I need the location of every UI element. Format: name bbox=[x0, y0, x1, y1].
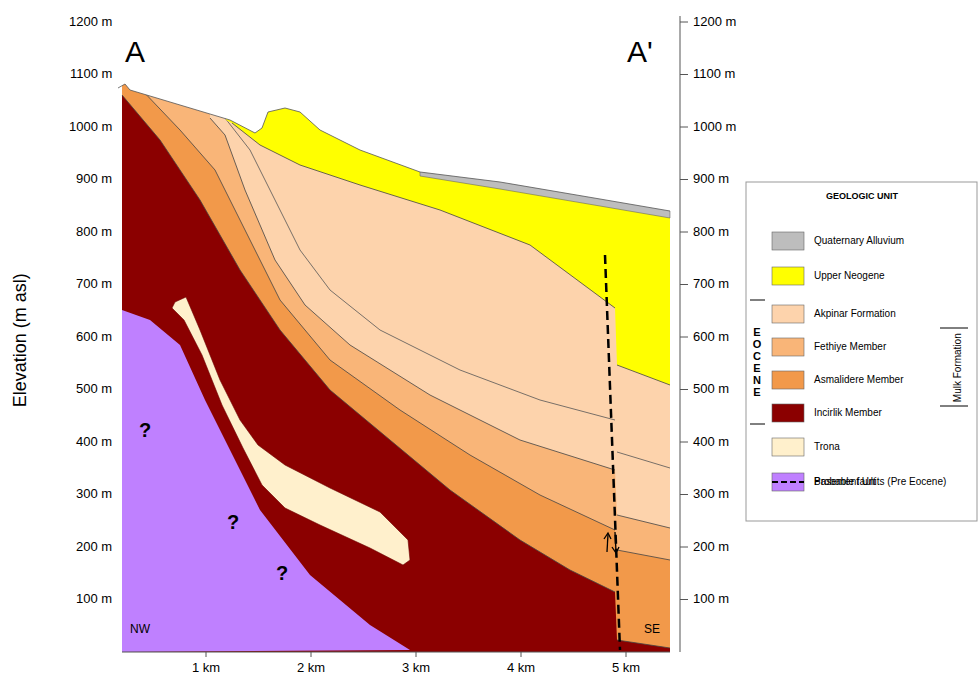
fault-motion-arrows bbox=[604, 532, 619, 553]
legend-swatch bbox=[772, 338, 804, 356]
elevation-tick-label: 900 m bbox=[76, 172, 112, 187]
legend-text: Asmalidere Member bbox=[814, 374, 903, 386]
legend-box bbox=[746, 182, 977, 521]
elevation-tick-label: 1200 m bbox=[69, 15, 112, 30]
elevation-tick-label: 400 m bbox=[76, 435, 112, 450]
distance-tick-label: 3 km bbox=[402, 661, 430, 676]
legend-text: Fethiye Member bbox=[814, 341, 886, 353]
legend-brackets bbox=[750, 300, 968, 424]
legend-text: Incirlik Member bbox=[814, 407, 882, 419]
distance-tick-label: 4 km bbox=[507, 661, 535, 676]
legend-line-sample bbox=[772, 481, 804, 483]
section-end-label: A' bbox=[627, 35, 653, 70]
distance-tick-label: 5 km bbox=[612, 661, 640, 676]
legend-text: Upper Neogene bbox=[814, 270, 885, 282]
legend-swatch bbox=[772, 232, 804, 250]
formation-label: Mulk Formation bbox=[951, 333, 963, 402]
uncertainty-mark: ? bbox=[276, 562, 288, 585]
legend-text: Akpinar Formation bbox=[814, 308, 896, 320]
elevation-tick-label: 600 m bbox=[76, 330, 112, 345]
trona-lens bbox=[172, 297, 410, 565]
elevation-tick-label: 100 m bbox=[76, 592, 112, 607]
legend-text: Quaternary Alluvium bbox=[814, 235, 904, 247]
elevation-tick-label: 100 m bbox=[693, 592, 729, 607]
legend-swatch bbox=[772, 305, 804, 323]
elevation-tick-label: 200 m bbox=[693, 540, 729, 555]
elevation-tick-label: 300 m bbox=[76, 487, 112, 502]
direction-label: NW bbox=[130, 623, 150, 637]
elevation-tick-label: 200 m bbox=[76, 540, 112, 555]
probable-fault bbox=[605, 255, 620, 650]
elevation-tick-label: 500 m bbox=[693, 382, 729, 397]
epoch-label: EOCENE bbox=[752, 326, 763, 399]
elevation-tick-label: 400 m bbox=[693, 435, 729, 450]
legend-title: GEOLOGIC UNIT bbox=[826, 191, 898, 201]
axes bbox=[122, 16, 680, 652]
legend-swatch bbox=[772, 371, 804, 389]
elevation-tick-label: 1000 m bbox=[693, 120, 736, 135]
legend-swatch bbox=[772, 404, 804, 422]
elevation-tick-label: 300 m bbox=[693, 487, 729, 502]
legend-swatch bbox=[772, 267, 804, 285]
section-end-label: A bbox=[125, 35, 145, 70]
legend-swatch bbox=[772, 473, 804, 491]
distance-tick-label: 2 km bbox=[297, 661, 325, 676]
elevation-tick-label: 900 m bbox=[693, 172, 729, 187]
elevation-tick-label: 1100 m bbox=[70, 67, 112, 82]
uncertainty-mark: ? bbox=[139, 419, 151, 442]
elevation-tick-label: 700 m bbox=[76, 277, 112, 292]
elevation-tick-label: 800 m bbox=[76, 225, 112, 240]
elevation-tick-label: 800 m bbox=[693, 225, 729, 240]
uncertainty-mark: ? bbox=[227, 511, 239, 534]
legend-swatch bbox=[772, 438, 804, 456]
distance-tick-label: 1 km bbox=[192, 661, 220, 676]
elevation-tick-label: 1000 m bbox=[69, 120, 112, 135]
ground-surface bbox=[118, 84, 670, 211]
axis-ticks bbox=[206, 22, 688, 657]
elevation-tick-label: 1100 m bbox=[693, 67, 735, 82]
direction-label: SE bbox=[644, 623, 660, 637]
elevation-tick-label: 1200 m bbox=[693, 15, 736, 30]
elevation-tick-label: 600 m bbox=[693, 330, 729, 345]
bed-boundary bbox=[617, 452, 670, 468]
axis-title: Elevation (m asl) bbox=[10, 273, 31, 407]
sky-mask bbox=[100, 0, 690, 211]
legend-text: Probable fault bbox=[814, 476, 876, 488]
elevation-tick-label: 700 m bbox=[693, 277, 729, 292]
legend-text: Trona bbox=[814, 441, 840, 453]
elevation-tick-label: 500 m bbox=[76, 382, 112, 397]
